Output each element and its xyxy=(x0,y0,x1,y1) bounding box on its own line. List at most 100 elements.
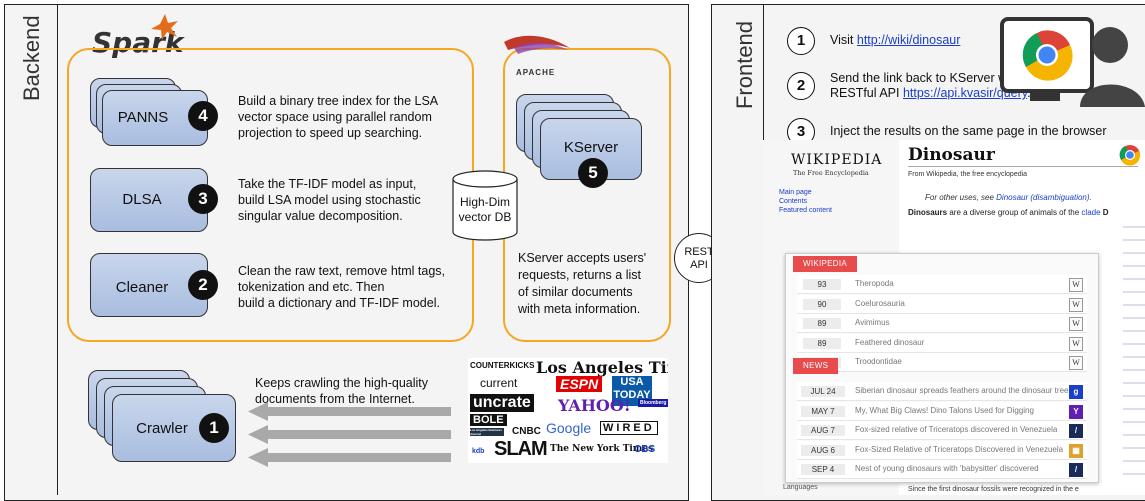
wikipedia-w-icon: W xyxy=(1069,356,1083,370)
bloomberg-logo: Bloomberg xyxy=(638,399,668,407)
cleaner-label: Cleaner xyxy=(115,279,169,296)
current-logo: current xyxy=(480,376,518,390)
wiki-result-row[interactable]: 88TroodontidaeW xyxy=(797,353,1087,372)
cleaner-step-number: 2 xyxy=(188,270,218,300)
crawler-desc-line: Keeps crawling the high-quality xyxy=(255,376,429,390)
apache-feather-icon xyxy=(504,35,570,54)
wikipedia-w-icon: W xyxy=(1069,278,1083,292)
step-1-link[interactable]: http://wiki/dinosaur xyxy=(856,33,961,47)
crawler-label: Crawler xyxy=(136,420,188,437)
wiki-bottom-text: Since the first dinosaur fossils were re… xyxy=(908,486,1079,493)
news-source-icon: g xyxy=(1069,385,1083,399)
news-title: Nest of young dinosaurs with 'babysitter… xyxy=(855,464,1039,473)
wiki-nav-item[interactable]: Featured content xyxy=(779,207,832,214)
kserver-desc-line: KServer accepts users' xyxy=(518,251,647,265)
wiki-title: Dinosaur xyxy=(908,145,995,165)
intro-link[interactable]: clade xyxy=(1081,208,1101,217)
spark-star-icon xyxy=(151,14,178,40)
result-title: Feathered dinosaur xyxy=(855,337,925,347)
news-source-icon: Y xyxy=(1069,404,1083,419)
labj-logo: Los Angeles Business Journal xyxy=(470,428,504,436)
crawler-desc-line: documents from the Internet. xyxy=(255,392,415,406)
hatnote-end: . xyxy=(1089,193,1092,202)
step-2-number: 2 xyxy=(787,72,815,100)
news-title: Fox-Sized Relative of Triceratops Discov… xyxy=(855,444,1064,454)
rest-api-label: REST API xyxy=(673,246,725,272)
panns-desc-line: Build a binary tree index for the LSA xyxy=(238,94,439,108)
step-1-number: 1 xyxy=(787,27,815,55)
kserver-desc-line: with meta information. xyxy=(518,302,641,316)
wired-logo: WIRED xyxy=(600,421,658,435)
counterkicks-logo: COUNTERKICKS xyxy=(470,361,535,370)
dlsa-label: DLSA xyxy=(122,191,162,208)
rest-line: REST xyxy=(684,246,714,258)
wiki-body-fragment xyxy=(1123,220,1145,480)
vector-db-icon xyxy=(452,170,518,241)
cbs-logo: CBS xyxy=(634,444,656,455)
step-3-text: Inject the results on the same page in t… xyxy=(830,124,1107,138)
latimes-logo: Los Angeles Times xyxy=(536,358,668,377)
panns-desc-line: vector space using parallel random xyxy=(238,110,432,124)
step-2-text: Send the link back to KServer with RESTf… xyxy=(830,71,1038,101)
wiki-title-rule xyxy=(908,166,1138,167)
result-title: Coelurosauria xyxy=(855,298,905,308)
news-title: Fox-sized relative of Triceratops discov… xyxy=(855,425,1058,434)
wikipedia-tag: WIKIPEDIA xyxy=(793,256,858,272)
db-line: High-Dim xyxy=(459,195,510,209)
wiki-nav-item[interactable]: Contents xyxy=(779,198,808,205)
wiki-nav: Main page Contents Featured content xyxy=(779,188,832,215)
cleaner-desc-line: Clean the raw text, remove html tags, xyxy=(238,264,446,278)
step-1-label: Visit xyxy=(830,33,857,47)
cleaner-description: Clean the raw text, remove html tags, to… xyxy=(238,263,478,311)
news-source-icon: / xyxy=(1069,424,1083,438)
kdb-logo: kdb xyxy=(472,448,485,455)
apache-logo-text: APACHE xyxy=(516,68,556,77)
yahoo-logo: YAHOO! xyxy=(558,396,631,415)
news-source-icon: ▦ xyxy=(1069,443,1083,458)
result-title: Theropoda xyxy=(855,279,894,288)
google-logo: Google xyxy=(546,420,592,436)
news-date: AUG 7 xyxy=(801,425,845,436)
dlsa-desc-line: Take the TF-IDF model as input, xyxy=(238,177,417,191)
crawl-arrows xyxy=(248,402,451,467)
step-1-text: Visit http://wiki/dinosaur xyxy=(830,33,960,48)
slam-logo: SLAM xyxy=(494,438,548,460)
bole-logo: BOLE xyxy=(470,414,507,426)
result-title: Troodontidae xyxy=(855,357,902,366)
frontend-label: Frontend xyxy=(732,20,757,110)
kserver-step-number: 5 xyxy=(578,158,608,188)
news-source-icon: / xyxy=(1069,463,1083,477)
wiki-nav-item[interactable]: Main page xyxy=(779,189,812,196)
news-title: Siberian dinosaur spreads feathers aroun… xyxy=(855,386,1069,395)
espn-logo: ESPN xyxy=(556,376,603,392)
news-date: JUL 24 xyxy=(801,386,845,397)
chrome-small-icon xyxy=(1119,145,1141,166)
news-title: My, What Big Claws! Dino Talons Used for… xyxy=(855,405,1034,415)
wiki-languages: Languages xyxy=(783,484,818,491)
hatnote-link[interactable]: Dinosaur (disambiguation) xyxy=(996,193,1090,202)
wiki-tagline: The Free Encyclopedia xyxy=(793,169,869,177)
news-result-row[interactable]: AUG 7 Fox-sized relative of Triceratops d… xyxy=(797,421,1087,440)
db-line: vector DB xyxy=(458,210,512,224)
result-score: 90 xyxy=(803,298,841,310)
kserver-label: KServer xyxy=(563,139,619,156)
kserver-description: KServer accepts users' requests, returns… xyxy=(518,250,668,318)
news-result-row[interactable]: JUL 24 Siberian dinosaur spreads feathers… xyxy=(797,382,1087,401)
panns-desc-line: projection to speed up searching. xyxy=(238,126,423,140)
result-score: 89 xyxy=(803,318,841,329)
crawler-description: Keeps crawling the high-quality document… xyxy=(255,375,445,407)
step-2-link[interactable]: https://api.kvasir/query xyxy=(902,86,1028,100)
wikipedia-w-icon: W xyxy=(1069,336,1083,351)
rest-line: API xyxy=(690,259,708,271)
vector-db-label: High-Dim vector DB xyxy=(451,195,519,225)
crawler-step-number: 1 xyxy=(199,413,229,443)
wiki-logo: WIKIPEDIA xyxy=(791,152,883,168)
media-logos: COUNTERKICKS Los Angeles Times current E… xyxy=(468,358,668,463)
